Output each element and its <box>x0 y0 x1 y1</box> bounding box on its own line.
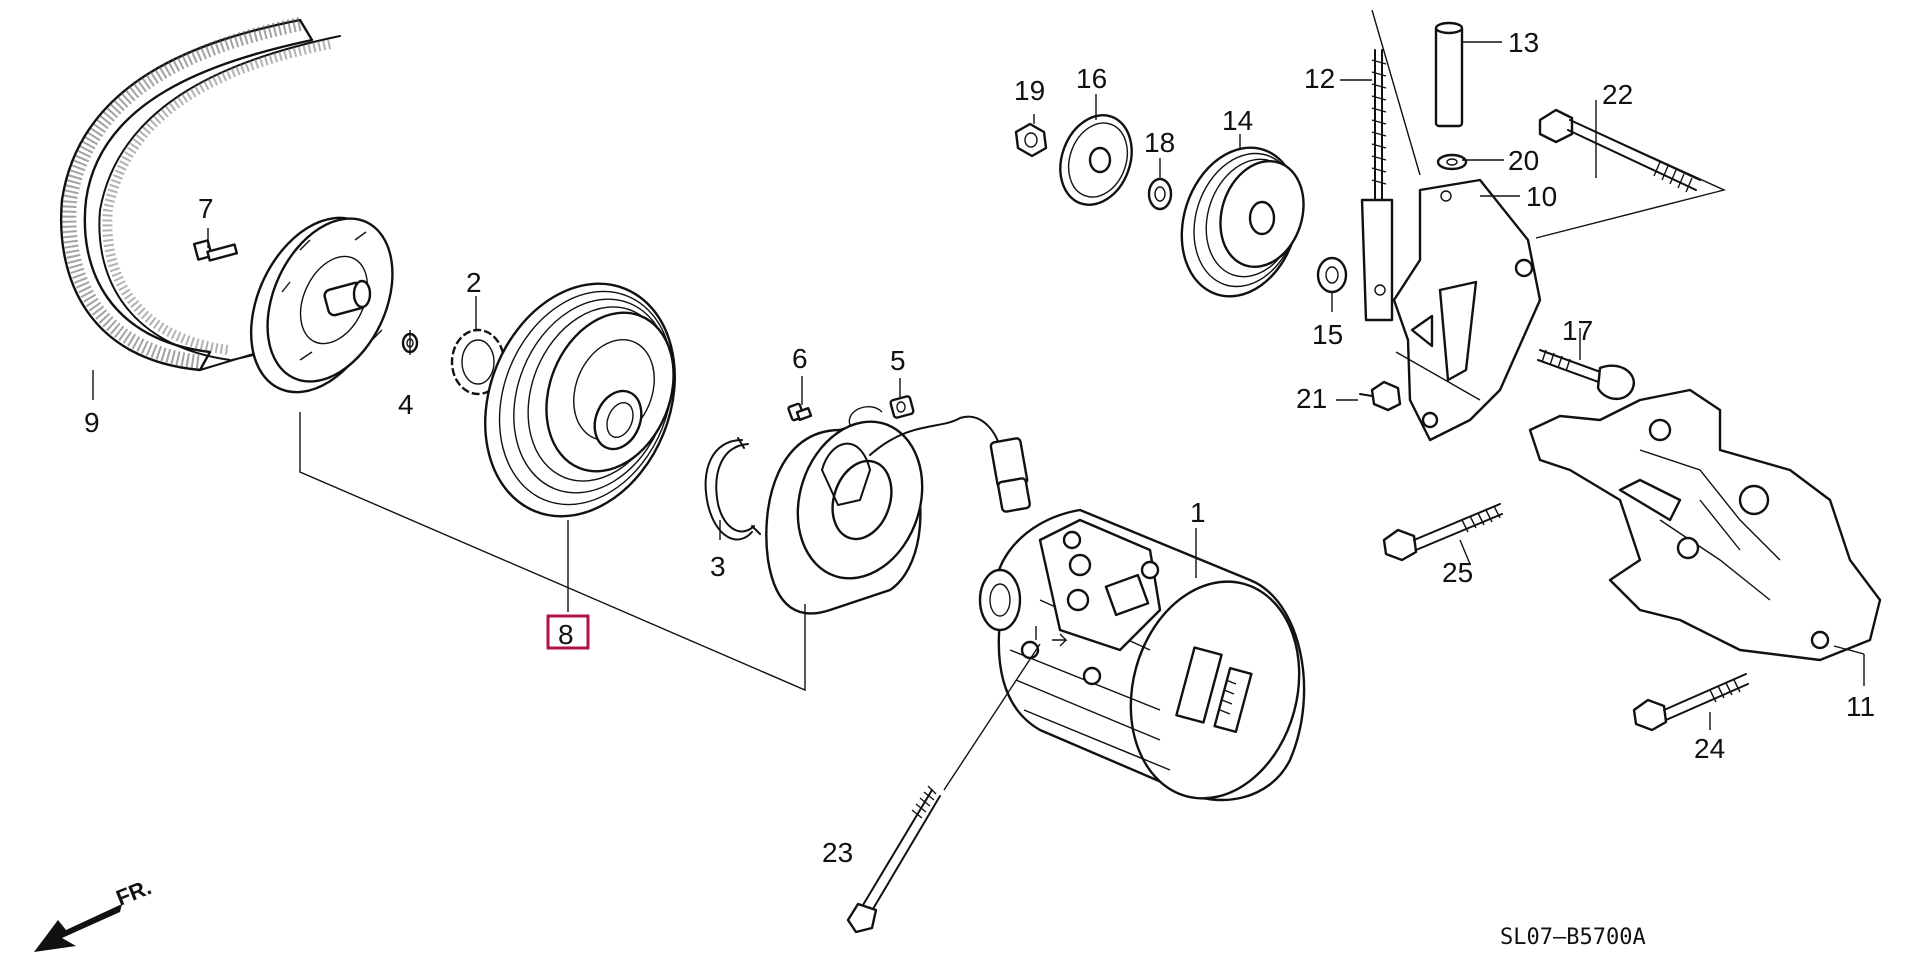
callout-9[interactable]: 9 <box>84 407 100 438</box>
callout-3[interactable]: 3 <box>710 551 726 582</box>
plate-16[interactable] <box>1048 105 1143 215</box>
callout-1[interactable]: 1 <box>1190 497 1206 528</box>
leader-lines <box>92 9 1865 791</box>
callout-25[interactable]: 25 <box>1442 557 1473 588</box>
bolt-25[interactable] <box>1382 503 1503 562</box>
callout-13[interactable]: 13 <box>1508 27 1539 58</box>
callout-12[interactable]: 12 <box>1304 63 1335 94</box>
callout-2[interactable]: 2 <box>466 267 482 298</box>
pulley-8[interactable] <box>452 255 709 545</box>
callout-24[interactable]: 24 <box>1694 733 1725 764</box>
spacer-15[interactable] <box>1316 256 1348 294</box>
bolt-22[interactable] <box>1538 108 1701 193</box>
field-coil[interactable] <box>765 405 1031 615</box>
front-direction-arrow-icon <box>34 904 122 952</box>
adjusting-bolt-12[interactable] <box>1360 49 1394 322</box>
ac-compressor[interactable] <box>978 508 1323 817</box>
callout-20[interactable]: 20 <box>1508 145 1539 176</box>
armature-plate[interactable] <box>225 196 417 413</box>
front-direction-label: FR. <box>113 874 155 910</box>
bolt-7[interactable] <box>192 239 239 262</box>
callout-7[interactable]: 7 <box>198 193 214 224</box>
idler-pulley-14[interactable] <box>1163 132 1316 311</box>
bolt-24[interactable] <box>1632 673 1749 732</box>
bolt-17[interactable] <box>1537 349 1635 400</box>
callout-11[interactable]: 11 <box>1846 691 1875 722</box>
callout-16[interactable]: 16 <box>1076 63 1107 94</box>
callout-21[interactable]: 21 <box>1296 383 1327 414</box>
callout-17[interactable]: 17 <box>1562 315 1593 346</box>
drawing-code: SL07–B5700A <box>1500 925 1646 950</box>
callout-14[interactable]: 14 <box>1222 105 1253 136</box>
callout-10[interactable]: 10 <box>1526 181 1557 212</box>
callout-23[interactable]: 23 <box>822 837 853 868</box>
highlight-box-8 <box>546 614 590 650</box>
callout-5[interactable]: 5 <box>890 345 906 376</box>
screw-6[interactable] <box>787 402 813 422</box>
callout-4[interactable]: 4 <box>398 389 414 420</box>
nut-21[interactable] <box>1359 380 1402 412</box>
washer-20[interactable] <box>1436 153 1468 171</box>
clip-5[interactable] <box>889 395 915 419</box>
nut-19[interactable] <box>1014 122 1048 158</box>
spacer-18[interactable] <box>1147 177 1173 211</box>
callout-18[interactable]: 18 <box>1144 127 1175 158</box>
callout-19[interactable]: 19 <box>1014 75 1045 106</box>
stud-13[interactable] <box>1434 21 1464 128</box>
callout-8[interactable]: 8 <box>558 619 574 650</box>
tensioner-bracket-10[interactable] <box>1392 178 1542 442</box>
compressor-bracket-11[interactable] <box>1528 388 1882 662</box>
callout-22[interactable]: 22 <box>1602 79 1633 110</box>
callout-6[interactable]: 6 <box>792 343 808 374</box>
snap-ring-3[interactable] <box>704 437 761 541</box>
callout-15[interactable]: 15 <box>1312 319 1343 350</box>
bolt-23[interactable] <box>846 785 941 934</box>
